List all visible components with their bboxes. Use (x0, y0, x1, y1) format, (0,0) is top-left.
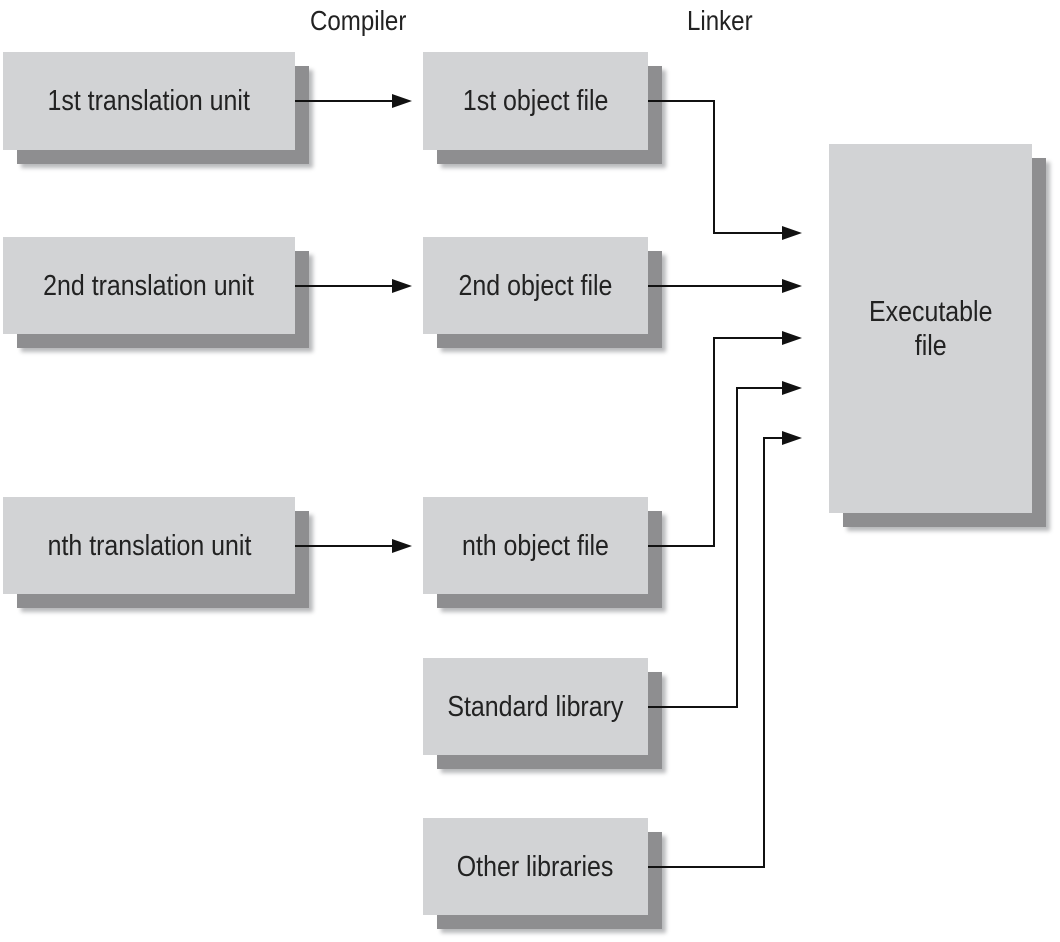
standard-library-box: Standard library (423, 658, 648, 755)
other-libraries-box: Other libraries (423, 818, 648, 915)
translation-unit-2-label: 2nd translation unit (43, 269, 255, 302)
executable-file-box: Executable file (829, 144, 1032, 513)
compiler-heading: Compiler (310, 5, 407, 36)
translation-unit-2-box: 2nd translation unit (3, 237, 295, 334)
standard-library-label: Standard library (447, 690, 624, 723)
link-arrow-n (648, 337, 784, 547)
compile-arrowhead-2 (392, 279, 412, 293)
object-file-1-label: 1st object file (462, 85, 609, 117)
link-arrowhead-other-libraries (782, 431, 802, 445)
link-arrowhead-1 (782, 226, 802, 240)
executable-file-line-2: file (914, 329, 947, 362)
translation-unit-1-box: 1st translation unit (3, 52, 295, 150)
link-arrowhead-n (782, 331, 802, 345)
link-arrowhead-2 (782, 279, 802, 293)
link-arrow-standard-library (648, 387, 784, 708)
other-libraries-label: Other libraries (457, 850, 614, 883)
link-arrow-1 (648, 100, 784, 234)
linker-heading: Linker (687, 5, 753, 36)
object-file-n-box: nth object file (423, 497, 648, 594)
object-file-2-label: 2nd object file (458, 269, 613, 302)
object-file-1-box: 1st object file (423, 52, 648, 150)
translation-unit-n-label: nth translation unit (47, 529, 251, 562)
translation-unit-1-label: 1st translation unit (47, 85, 251, 117)
executable-file-line-1: Executable (868, 295, 993, 328)
compile-arrowhead-n (392, 539, 412, 553)
link-arrow-other-libraries (648, 437, 784, 868)
link-arrowhead-standard-library (782, 381, 802, 395)
object-file-n-label: nth object file (462, 529, 609, 562)
compile-arrowhead-1 (392, 94, 412, 108)
translation-unit-n-box: nth translation unit (3, 497, 295, 594)
executable-file-label: Executable file (869, 295, 992, 363)
object-file-2-box: 2nd object file (423, 237, 648, 334)
